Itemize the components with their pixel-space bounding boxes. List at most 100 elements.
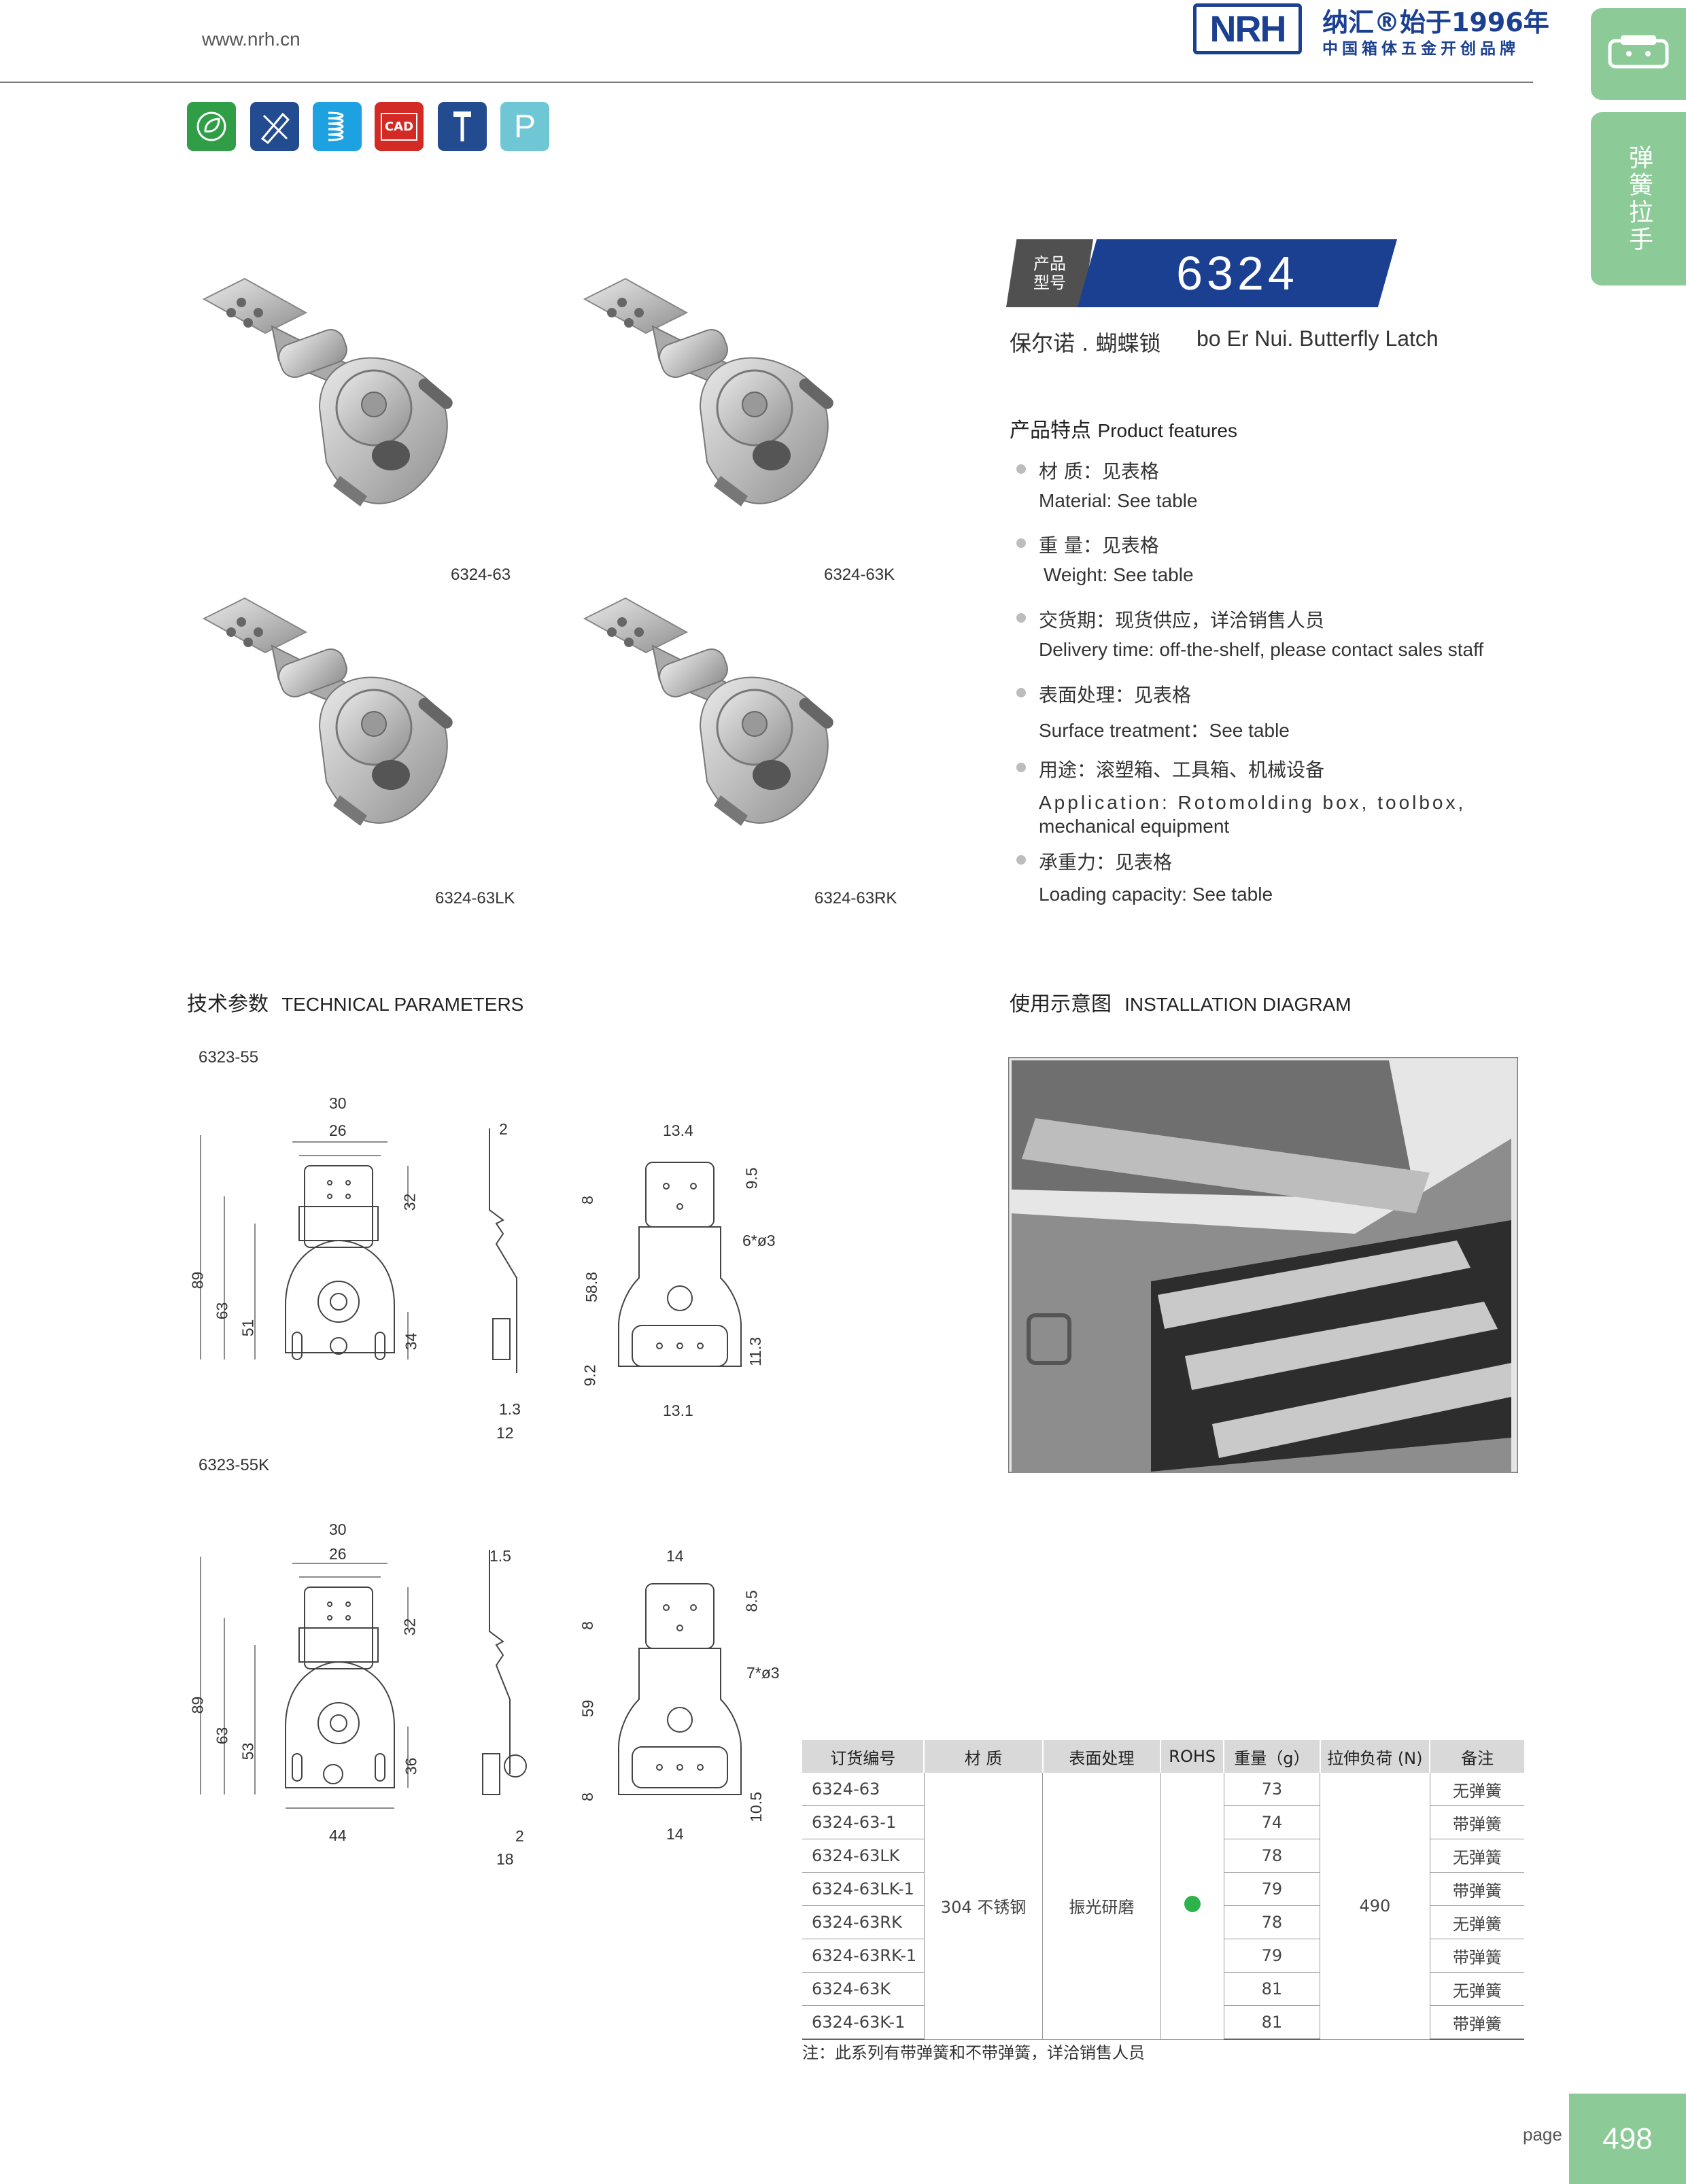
- page-number: 498: [1569, 2094, 1686, 2184]
- dim-label: 12: [496, 1424, 514, 1442]
- dim-label: 26: [329, 1122, 347, 1139]
- photo-6324-63k: [583, 277, 837, 508]
- weight: 73: [1224, 1773, 1321, 1806]
- remark: 带弹簧: [1430, 2005, 1524, 2040]
- dim-label: 30: [329, 1521, 347, 1538]
- bullet-dot: [1016, 613, 1026, 623]
- order-code: 6324-63RK-1: [802, 1939, 925, 1973]
- col-header: 材 质: [924, 1740, 1044, 1773]
- weight: 78: [1224, 1905, 1321, 1939]
- table-header-row: 订货编号 材 质 表面处理 ROHS 重量（g） 拉伸负荷 (N) 备注: [802, 1740, 1524, 1773]
- photo-6324-63: [203, 277, 456, 508]
- dim-label: 8: [578, 1196, 596, 1204]
- model-label-badge: 产品型号: [1006, 239, 1093, 307]
- leaf-icon: [187, 102, 236, 151]
- order-code: 6324-63: [802, 1773, 925, 1806]
- tech-title: 技术参数 TECHNICAL PARAMETERS: [187, 992, 524, 1016]
- material-cell: 304 不锈钢: [924, 1773, 1044, 2040]
- feature-weight-cn: 重 量：见表格: [1039, 534, 1159, 557]
- remark: 无弹簧: [1430, 1972, 1524, 2006]
- feature-surface-cn: 表面处理：见表格: [1039, 684, 1192, 706]
- col-header: 订货编号: [802, 1740, 925, 1773]
- install-title: 使用示意图 INSTALLATION DIAGRAM: [1010, 992, 1352, 1016]
- dim-label: 14: [666, 1825, 684, 1843]
- model-number: 6324: [1078, 239, 1397, 307]
- dim-label: 10.5: [746, 1792, 765, 1822]
- category-tab-icon[interactable]: [1591, 8, 1686, 100]
- bullet-dot: [1016, 855, 1026, 865]
- dim-label: 11.3: [746, 1336, 765, 1367]
- screw-icon: [438, 102, 487, 151]
- remark: 带弹簧: [1430, 1805, 1524, 1839]
- pencil-ruler-icon: [250, 102, 299, 151]
- order-code: 6324-63-1: [802, 1805, 925, 1839]
- dim-label: 2: [515, 1827, 524, 1845]
- spring-icon: [313, 102, 362, 151]
- header-divider: [0, 82, 1533, 83]
- feature-weight-en: Weight: See table: [1044, 564, 1194, 585]
- dim-label: 32: [400, 1618, 419, 1636]
- dim-label: 63: [213, 1302, 231, 1320]
- dim-label: 13.1: [663, 1402, 693, 1419]
- weight: 79: [1224, 1872, 1321, 1906]
- dim-label: 89: [188, 1696, 207, 1714]
- col-header: 备注: [1430, 1740, 1524, 1773]
- load-cell: 490: [1320, 1773, 1430, 2040]
- bullet-dot: [1016, 464, 1026, 474]
- p-icon: P: [500, 102, 549, 151]
- rohs-dot: [1184, 1895, 1201, 1912]
- brand-logo: NRH: [1193, 3, 1302, 54]
- dim-label: 53: [239, 1742, 257, 1761]
- photo-caption: 6324-63LK: [435, 889, 515, 907]
- col-header: 拉伸负荷 (N): [1320, 1740, 1431, 1773]
- col-header: ROHS: [1160, 1740, 1225, 1773]
- weight: 74: [1224, 1805, 1321, 1839]
- feature-load-en: Loading capacity: See table: [1039, 884, 1273, 905]
- order-code: 6324-63K: [802, 1972, 925, 2006]
- feature-delivery-cn: 交货期：现货供应，详洽销售人员: [1039, 609, 1325, 631]
- table-row: 6324-63RK 78 无弹簧: [802, 1905, 1524, 1939]
- dim-label: 36: [402, 1757, 420, 1775]
- site-url[interactable]: www.nrh.cn: [202, 29, 300, 50]
- dim-label: 9.2: [581, 1364, 599, 1387]
- latch-icon: [1608, 35, 1669, 69]
- remark: 带弹簧: [1430, 1872, 1524, 1906]
- order-code: 6324-63LK: [802, 1839, 925, 1873]
- remark: 无弹簧: [1430, 1773, 1524, 1806]
- dim-label: 1.3: [499, 1400, 521, 1418]
- spec-table: 订货编号 材 质 表面处理 ROHS 重量（g） 拉伸负荷 (N) 备注 632…: [802, 1740, 1524, 2040]
- photo-caption: 6324-63K: [824, 566, 895, 584]
- feature-delivery-en: Delivery time: off-the-shelf, please con…: [1039, 639, 1484, 660]
- brand-slogan: 纳汇®始于1996年: [1322, 7, 1549, 37]
- bullet-dot: [1016, 763, 1026, 772]
- feature-material-cn: 材 质：见表格: [1039, 460, 1159, 483]
- technical-drawing-1: [200, 1128, 742, 1373]
- order-code: 6324-63RK: [802, 1905, 925, 1939]
- dim-label: 58.8: [582, 1272, 600, 1302]
- remark: 无弹簧: [1430, 1905, 1524, 1939]
- dim-label: 8.5: [742, 1590, 761, 1612]
- product-name-en: bo Er Nui. Butterfly Latch: [1197, 326, 1439, 351]
- weight: 78: [1224, 1839, 1321, 1873]
- dim-label: 8: [578, 1621, 596, 1630]
- cad-icon: CAD: [375, 102, 424, 151]
- dim-label: 6*ø3: [742, 1232, 776, 1249]
- category-tab-spring-handle[interactable]: 弹簧拉手: [1591, 112, 1686, 285]
- table-row: 6324-63-1 74 带弹簧: [802, 1805, 1524, 1839]
- product-name-cn: 保尔诺 . 蝴蝶锁: [1010, 330, 1161, 356]
- weight: 81: [1224, 2005, 1321, 2040]
- remark: 带弹簧: [1430, 1939, 1524, 1973]
- rohs-cell: [1160, 1773, 1224, 2040]
- installation-photo: [1008, 1057, 1518, 1473]
- technical-drawing-2: [200, 1550, 742, 1809]
- dim-label: 44: [329, 1826, 347, 1844]
- feature-surface-en: Surface treatment：See table: [1039, 720, 1290, 741]
- photo-6324-63rk: [583, 597, 837, 827]
- dim-label: 13.4: [663, 1122, 693, 1139]
- col-header: 表面处理: [1042, 1740, 1162, 1773]
- dim-label: 1.5: [489, 1547, 511, 1565]
- dim-label: 14: [666, 1547, 684, 1565]
